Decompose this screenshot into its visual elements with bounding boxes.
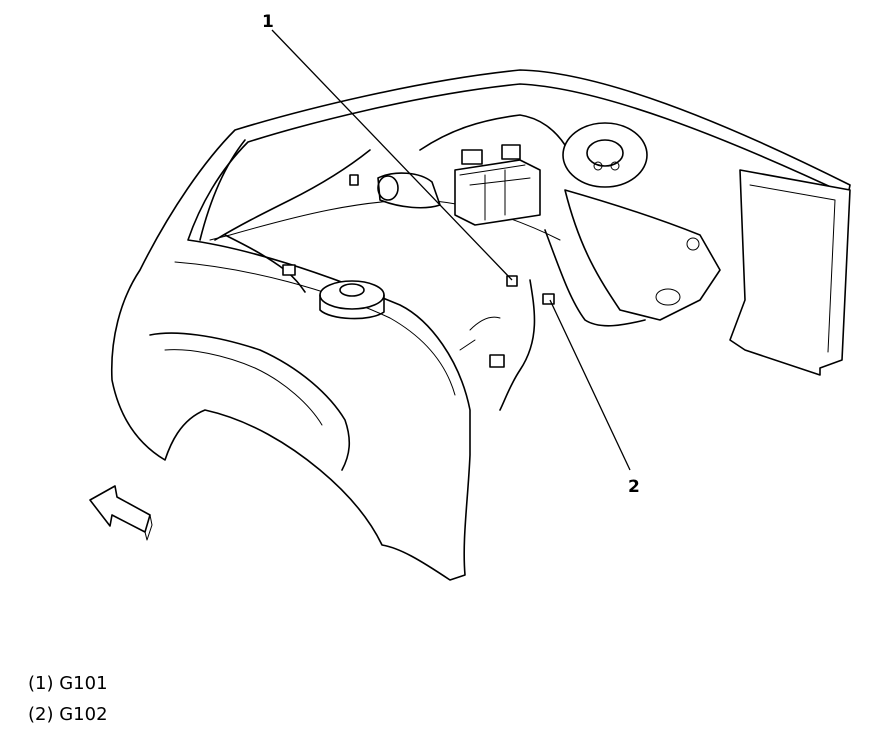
fuse-block (454, 159, 541, 226)
harness-lower (499, 279, 536, 411)
apron-grommet (655, 288, 681, 306)
callout-2-number: 2 (628, 477, 640, 497)
engine-compartment-diagram: 1 2 (89, 12, 851, 581)
strut-bolt-1 (593, 161, 603, 171)
right-inner-apron (564, 189, 721, 321)
reservoir-cap (339, 283, 365, 297)
harness-right (544, 229, 646, 327)
legend-item-g102: (2) G102 (28, 704, 108, 725)
connector-3 (349, 174, 359, 186)
ground-g102 (542, 293, 555, 305)
reservoir-body (319, 294, 385, 320)
harness-main (419, 114, 566, 151)
left-fender (110, 69, 851, 581)
wheel-liner (164, 349, 323, 426)
apron-hole (686, 237, 700, 251)
relay-2 (501, 144, 521, 160)
ground-g101 (506, 275, 518, 287)
front-direction-arrow (89, 485, 151, 533)
relay (461, 149, 483, 165)
connector-2 (282, 264, 296, 276)
legend: (1) G101 (2) G102 (28, 668, 108, 730)
strut-bolt-2 (610, 161, 620, 171)
arrow-shadow (144, 514, 153, 541)
intake-opening (377, 175, 399, 201)
callout-1-number: 1 (262, 12, 274, 32)
front-fascia (199, 139, 246, 241)
wheel-opening (149, 332, 351, 471)
strut-tower-cap (586, 139, 624, 167)
connector-1 (489, 354, 505, 368)
strut-tower (562, 122, 648, 188)
air-intake (377, 172, 441, 209)
fuse-block-detail (459, 164, 531, 221)
harness-lower-2 (459, 316, 501, 351)
reservoir (319, 280, 385, 310)
callout-1-leader (271, 29, 513, 281)
callout-2-leader (549, 299, 631, 471)
fender-crease (174, 261, 456, 396)
harness-left (214, 149, 371, 241)
right-fender (729, 169, 851, 376)
legend-item-g101: (1) G101 (28, 673, 108, 694)
right-fender-edge (749, 184, 836, 353)
